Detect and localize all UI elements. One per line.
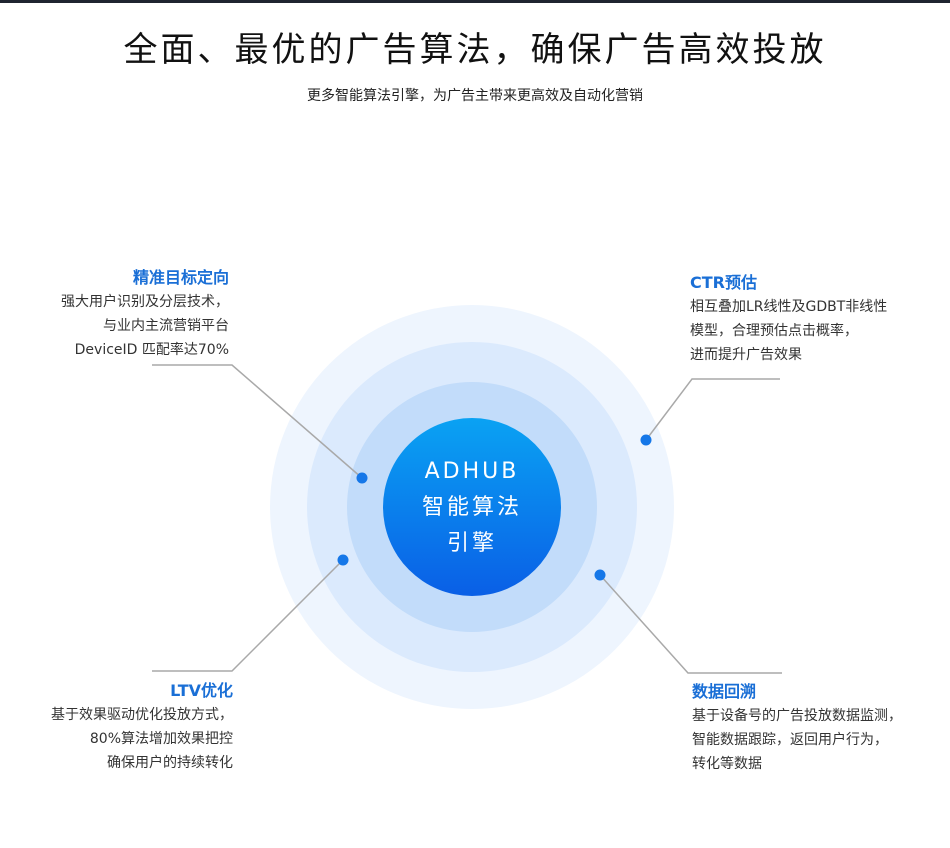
dot-ctr — [640, 434, 652, 446]
feature-line: 确保用户的持续转化 — [107, 755, 233, 771]
feature-line: 智能数据跟踪，返回用户行为， — [692, 732, 888, 748]
core-label: ADHUB 智能算法 引擎 — [383, 454, 561, 562]
core-label-line2: 智能算法 — [421, 495, 522, 520]
connector-data — [599, 574, 782, 674]
dot-precision — [356, 472, 368, 484]
feature-ltv-optimization: LTV优化 基于效果驱动优化投放方式， 80%算法增加效果把控 确保用户的持续转… — [51, 679, 233, 775]
connector-precision — [152, 364, 363, 479]
feature-line: 强大用户识别及分层技术， — [61, 294, 229, 310]
page-subtitle: 更多智能算法引擎，为广告主带来更高效及自动化营销 — [307, 88, 643, 104]
feature-line: 80%算法增加效果把控 — [89, 731, 233, 747]
feature-line: 基于效果驱动优化投放方式， — [51, 707, 233, 723]
feature-title: LTV优化 — [170, 681, 233, 700]
feature-line: 相互叠加LR线性及GDBT非线性 — [690, 299, 888, 315]
page-title: 全面、最优的广告算法，确保广告高效投放 — [123, 30, 827, 70]
core-circle — [383, 418, 561, 596]
feature-title: 数据回溯 — [692, 682, 757, 701]
dot-data — [594, 569, 606, 581]
feature-line: DeviceID 匹配率达70% — [74, 342, 229, 358]
feature-line: 模型，合理预估点击概率， — [690, 323, 858, 339]
feature-line: 基于设备号的广告投放数据监测， — [692, 708, 902, 724]
feature-title: 精准目标定向 — [132, 268, 229, 287]
core-label-line1: ADHUB — [424, 459, 520, 484]
core-label-line3: 引擎 — [446, 531, 497, 556]
feature-line: 转化等数据 — [692, 756, 762, 772]
connector-ctr — [645, 378, 780, 441]
feature-title: CTR预估 — [690, 273, 757, 292]
dot-ltv — [337, 554, 349, 566]
feature-ctr-prediction: CTR预估 相互叠加LR线性及GDBT非线性 模型，合理预估点击概率， 进而提升… — [690, 271, 887, 367]
feature-data-traceback: 数据回溯 基于设备号的广告投放数据监测， 智能数据跟踪，返回用户行为， 转化等数… — [692, 680, 902, 776]
feature-precision-targeting: 精准目标定向 强大用户识别及分层技术， 与业内主流营销平台 DeviceID 匹… — [61, 266, 229, 362]
feature-line: 与业内主流营销平台 — [103, 318, 229, 334]
feature-line: 进而提升广告效果 — [690, 347, 802, 363]
connector-ltv — [152, 559, 344, 672]
top-bar — [0, 0, 950, 3]
